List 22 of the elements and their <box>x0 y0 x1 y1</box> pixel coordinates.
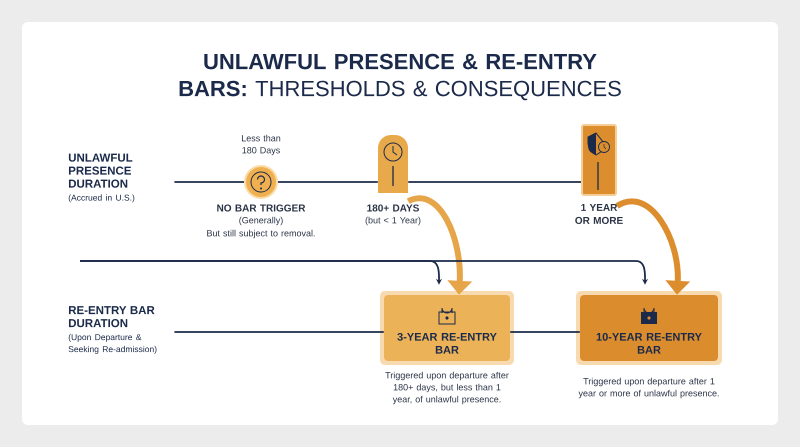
bar-card: 3-YEAR RE-ENTRY BAR <box>380 291 514 365</box>
clock-marker <box>378 135 408 193</box>
node-label: (Generally) <box>239 216 283 226</box>
node-label: NO BAR TRIGGER <box>217 204 306 212</box>
node-label: 180+ DAYS <box>367 204 419 212</box>
timeline-line <box>174 181 244 183</box>
node-label: But still subject to removal. <box>207 230 315 238</box>
axis-label: RE-ENTRY BAR DURATION (Upon Departure & Seeking Re-admission) <box>68 306 156 354</box>
shield-marker <box>581 124 617 196</box>
timeline-line <box>278 181 378 183</box>
bar-card: 10-YEAR RE-ENTRY BAR <box>576 291 722 365</box>
node-label: Triggered upon departure after 180+ days, but less than 1 year, of unlawful presence. <box>385 372 509 404</box>
timeline-line <box>510 331 580 333</box>
title: UNLAWFUL PRESENCE & RE-ENTRY BARS: THRESHOLDS & CONSEQUENCES <box>180 54 621 100</box>
question-marker <box>244 165 278 199</box>
axis-label: UNLAWFUL PRESENCE DURATION (Accrued in U.S.) <box>68 154 134 202</box>
node-label: Triggered upon departure after 1 year or more of unlawful presence. <box>578 378 719 398</box>
node-label: (but < 1 Year) <box>366 216 420 226</box>
node-label: 1 YEAR OR MORE <box>575 204 623 224</box>
timeline-line <box>174 331 384 333</box>
timeline-line <box>408 181 581 183</box>
node-label: Less than 180 Days <box>242 134 280 156</box>
